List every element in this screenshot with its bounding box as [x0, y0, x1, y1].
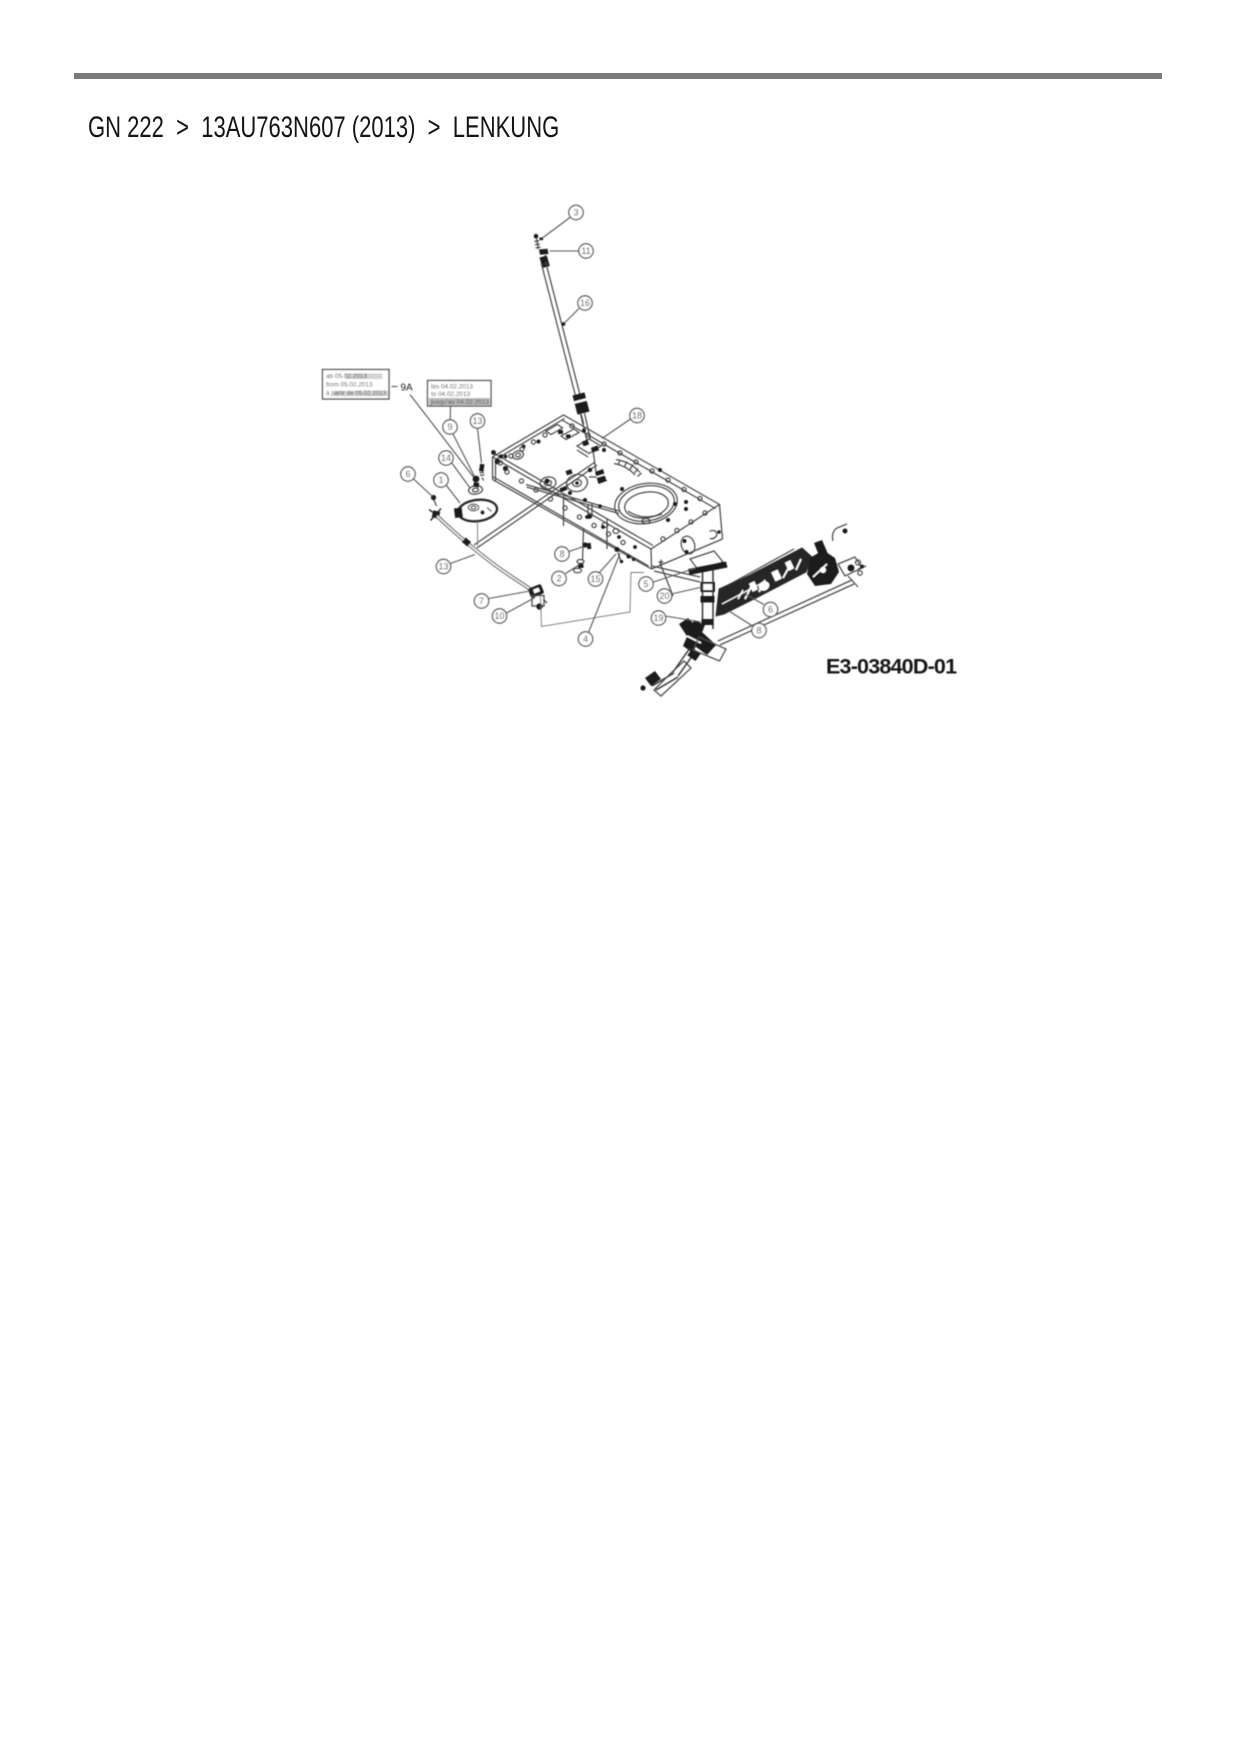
svg-text:10: 10 — [494, 611, 504, 621]
svg-text:ab 05.02.2013: ab 05.02.2013 — [326, 373, 367, 380]
svg-text:from 05.02.2013: from 05.02.2013 — [326, 382, 373, 389]
svg-text:18: 18 — [632, 411, 642, 421]
svg-text:to 04.02.2013: to 04.02.2013 — [431, 391, 471, 398]
svg-text:11: 11 — [581, 246, 590, 256]
svg-text:bis 04.02.2013: bis 04.02.2013 — [431, 384, 473, 391]
svg-text:16: 16 — [580, 298, 590, 308]
svg-text:13: 13 — [438, 562, 448, 572]
svg-text:8: 8 — [756, 626, 761, 636]
svg-text:4: 4 — [583, 634, 588, 644]
svg-text:19: 19 — [653, 613, 663, 623]
svg-text:7: 7 — [479, 596, 484, 606]
svg-text:6: 6 — [405, 469, 410, 479]
svg-text:2: 2 — [556, 574, 561, 584]
svg-text:8: 8 — [559, 549, 564, 559]
svg-text:E3-03840D-01: E3-03840D-01 — [826, 655, 957, 679]
svg-text:jusqu'au 04.02.2013: jusqu'au 04.02.2013 — [430, 399, 489, 406]
svg-text:14: 14 — [441, 453, 451, 463]
svg-text:5: 5 — [643, 579, 648, 589]
svg-text:1: 1 — [438, 475, 443, 485]
svg-text:6: 6 — [768, 605, 773, 615]
svg-text:20: 20 — [659, 591, 669, 601]
svg-text:15: 15 — [590, 574, 600, 584]
svg-text:3: 3 — [573, 208, 578, 218]
svg-text:9: 9 — [447, 422, 452, 432]
svg-text:9A: 9A — [401, 383, 414, 394]
svg-text:à partir de 05.02.2013: à partir de 05.02.2013 — [326, 390, 386, 397]
svg-text:13: 13 — [472, 416, 482, 426]
